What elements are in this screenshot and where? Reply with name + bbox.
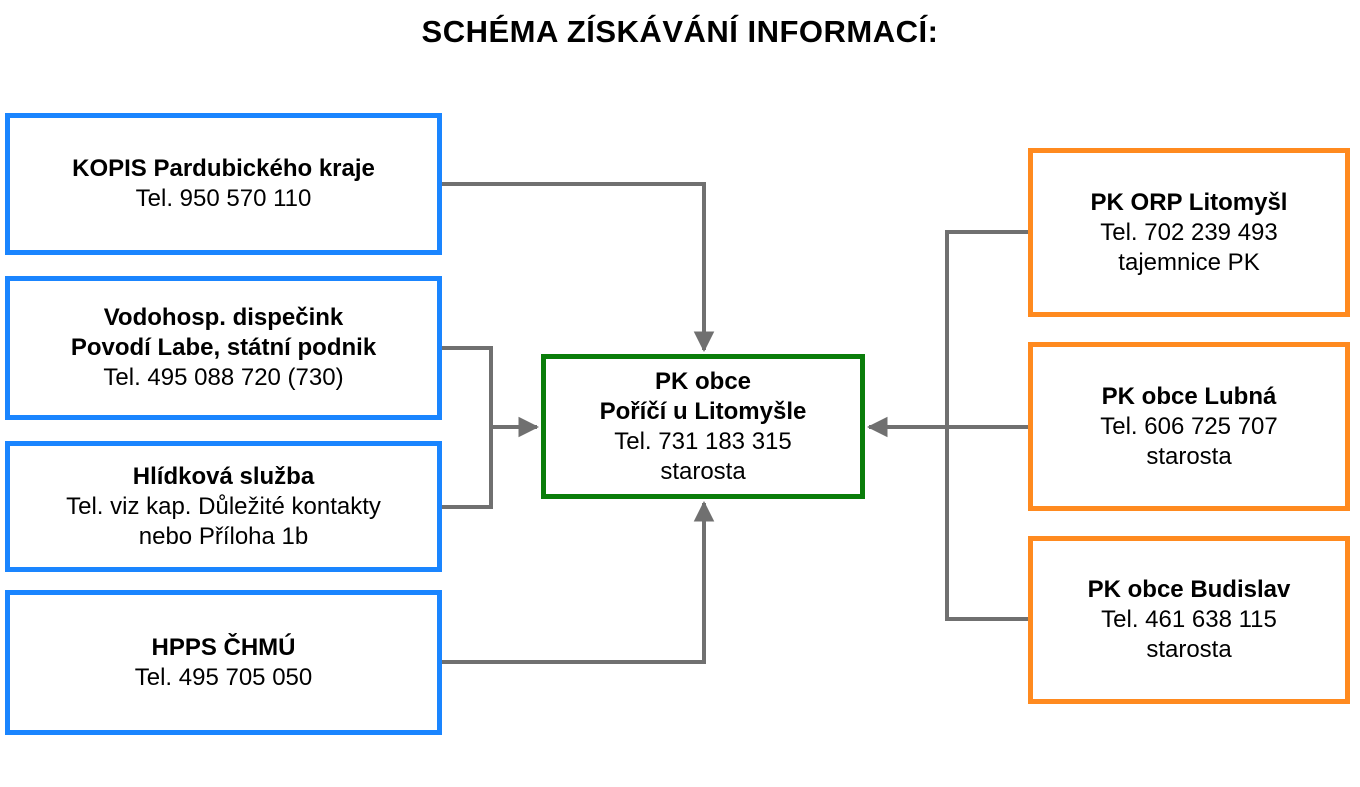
source-phone: Tel. 461 638 115 <box>1101 606 1277 633</box>
source-role: tajemnice PK <box>1118 248 1260 276</box>
source-box-pk-orp-litomysl: PK ORP Litomyšl Tel. 702 239 493 tajemni… <box>1028 148 1350 317</box>
source-name: PK ORP Litomyšl <box>1090 188 1288 216</box>
connector-kopis-to-center <box>442 182 715 353</box>
source-name: PK obce Budislav <box>1087 576 1291 603</box>
source-phone: Tel. 950 570 110 <box>135 185 312 212</box>
source-phone: Tel. 606 725 707 <box>1100 412 1278 440</box>
source-phone: Tel. viz kap. Důležité kontakty <box>66 492 381 520</box>
source-name: Hlídková služba <box>132 462 315 490</box>
connector-vodohosp-bracket <box>442 346 493 509</box>
source-box-pk-obce-lubna: PK obce Lubná Tel. 606 725 707 starosta <box>1028 342 1350 511</box>
source-role: starosta <box>1146 442 1232 470</box>
center-box-pk-obce: PK obce Poříčí u Litomyšle Tel. 731 183 … <box>541 354 865 499</box>
source-note: nebo Příloha 1b <box>138 522 309 550</box>
source-role: starosta <box>1146 636 1232 663</box>
source-box-vodohosp-dispecink: Vodohosp. dispečink Povodí Labe, státní … <box>5 276 442 420</box>
source-name: HPPS ČHMÚ <box>151 633 296 661</box>
center-name: PK obce <box>654 367 752 395</box>
source-box-hlidkova-sluzba: Hlídková služba Tel. viz kap. Důležité k… <box>5 441 442 572</box>
source-name: PK obce Lubná <box>1101 382 1277 410</box>
source-box-pk-obce-budislav: PK obce Budislav Tel. 461 638 115 staros… <box>1028 536 1350 704</box>
connector-hpps-to-center <box>442 500 715 664</box>
source-phone: Tel. 495 705 050 <box>134 663 313 691</box>
source-name-line-2: Povodí Labe, státní podnik <box>70 334 377 361</box>
center-name-line-2: Poříčí u Litomyšle <box>599 397 807 425</box>
center-role: starosta <box>660 457 746 485</box>
diagram-title: SCHÉMA ZÍSKÁVÁNÍ INFORMACÍ: <box>421 14 939 49</box>
source-phone: Tel. 702 239 493 <box>1100 218 1278 246</box>
source-box-kopis: KOPIS Pardubického kraje Tel. 950 570 11… <box>5 113 442 255</box>
source-phone: Tel. 495 088 720 (730) <box>103 364 344 391</box>
source-box-hpps-chmu: HPPS ČHMÚ Tel. 495 705 050 <box>5 590 442 735</box>
source-name: Vodohosp. dispečink <box>103 304 344 331</box>
source-name: KOPIS Pardubického kraje <box>72 155 375 182</box>
center-phone: Tel. 731 183 315 <box>614 427 792 455</box>
